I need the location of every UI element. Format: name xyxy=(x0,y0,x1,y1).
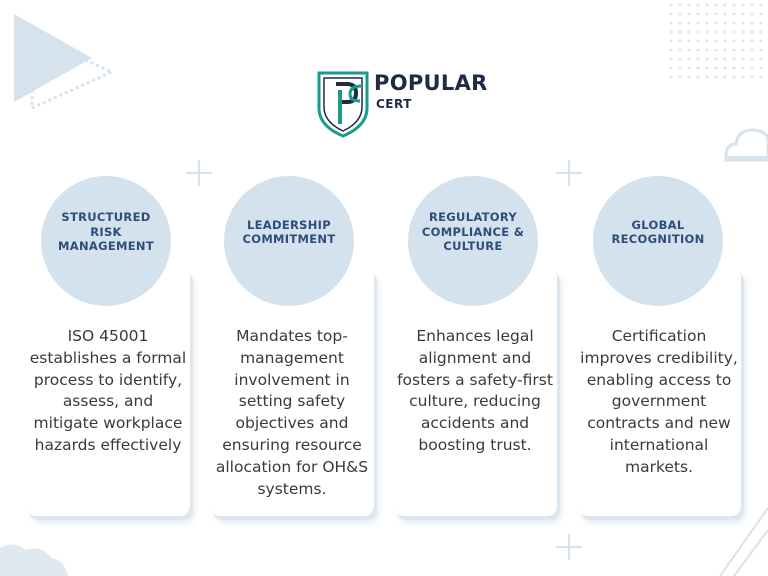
brand-name: POPULAR xyxy=(374,71,488,95)
logo: POPULAR CERT xyxy=(316,70,516,140)
diagonal-lines-decoration xyxy=(719,508,768,576)
card-header-circle: STRUCTURED RISK MANAGEMENT xyxy=(41,176,171,306)
card-header-circle: GLOBAL RECOGNITION xyxy=(593,176,723,306)
card-title: STRUCTURED RISK MANAGEMENT xyxy=(58,210,154,254)
card-description: Certification improves credibility, enab… xyxy=(580,327,738,476)
benefit-card-risk-management: ISO 45001 establishes a formal process t… xyxy=(26,268,190,516)
triangle-decoration xyxy=(14,14,116,111)
plus-decoration xyxy=(556,160,582,186)
card-title: GLOBAL RECOGNITION xyxy=(611,217,705,247)
dot-grid-decoration xyxy=(668,2,766,84)
card-header-circle: REGULATORY COMPLIANCE & CULTURE xyxy=(408,176,538,306)
card-description: ISO 45001 establishes a formal process t… xyxy=(29,327,187,454)
card-header-circle: LEADERSHIP COMMITMENT xyxy=(224,176,354,306)
card-title: LEADERSHIP COMMITMENT xyxy=(242,217,336,247)
cloud-decoration xyxy=(724,128,768,162)
card-title: REGULATORY COMPLIANCE & CULTURE xyxy=(421,210,525,254)
benefit-card-compliance: Enhances legal alignment and fosters a s… xyxy=(393,268,557,516)
cloud-decoration-bottom xyxy=(0,544,68,576)
shield-logo-icon xyxy=(317,71,369,138)
brand-subname: CERT xyxy=(376,97,412,111)
card-description: Mandates top-management involvement in s… xyxy=(215,327,369,498)
plus-decoration xyxy=(186,160,212,186)
benefit-card-leadership: Mandates top-management involvement in s… xyxy=(210,268,374,516)
benefit-card-global-recognition: Certification improves credibility, enab… xyxy=(577,268,741,516)
plus-decoration xyxy=(556,534,582,560)
card-description: Enhances legal alignment and fosters a s… xyxy=(397,327,553,454)
